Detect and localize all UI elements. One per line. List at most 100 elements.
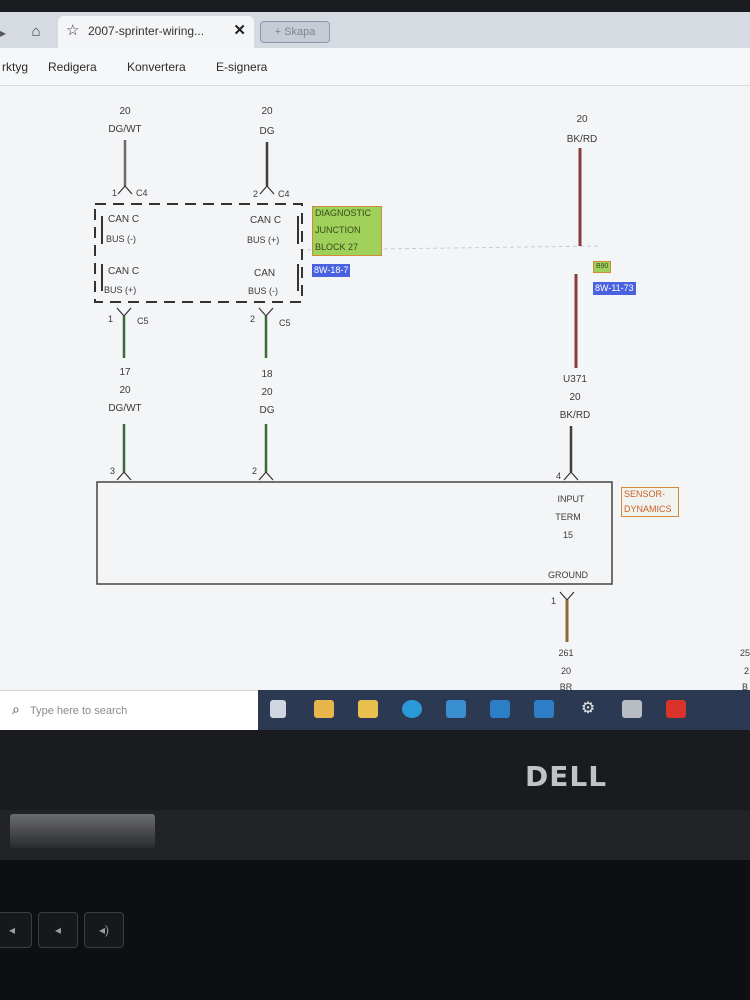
bus-label: CAN C	[108, 266, 139, 277]
pin-number: 2	[250, 314, 255, 324]
app-icon[interactable]	[490, 700, 510, 718]
small-ref-badge[interactable]: B90	[593, 261, 612, 273]
wire-gauge-label: 20	[576, 114, 588, 125]
app-icon[interactable]	[622, 700, 642, 718]
diagnostic-junction-block-label[interactable]: DIAGNOSTIC JUNCTION BLOCK 27	[312, 206, 382, 256]
edge-browser-icon[interactable]	[402, 700, 422, 718]
search-icon: ⌕	[12, 701, 20, 717]
connector-pin-marker	[259, 185, 275, 195]
module-pin-label: INPUT	[558, 494, 586, 504]
wire-color-label: DG/WT	[108, 403, 141, 414]
sensor-dynamics-label[interactable]: SENSOR- DYNAMICS	[621, 487, 679, 517]
star-icon[interactable]: ☆	[66, 22, 80, 39]
pin-number: 1	[112, 188, 117, 198]
module-pin-label: 15	[563, 530, 573, 540]
volume-down-key-icon: ◂	[38, 912, 78, 948]
taskbar: ⚙	[258, 690, 750, 730]
task-view-icon[interactable]	[270, 700, 286, 718]
pin-number: 3	[110, 466, 115, 476]
volume-up-key-icon: ◂)	[84, 912, 124, 948]
bus-label: CAN	[254, 268, 275, 279]
badge-line: JUNCTION	[315, 225, 361, 235]
tab-title: 2007-sprinter-wiring...	[88, 24, 205, 38]
connector-pin-marker	[559, 591, 575, 601]
wire-color-label: DG/WT	[108, 124, 141, 135]
laptop-screen: ▸ ⌂ ☆ 2007-sprinter-wiring... ✕ + Skapa …	[0, 12, 750, 730]
wire-gauge-label: 20	[261, 106, 273, 117]
keyboard-key: ◂	[0, 912, 32, 948]
tab-sprinter-wiring[interactable]: ☆ 2007-sprinter-wiring... ✕	[58, 16, 254, 48]
page-ref-link[interactable]: 8W-11-73	[593, 282, 636, 295]
wiring-diagram-page[interactable]: 20 DG/WT 20 DG 20 BK/RD 1 C4 2 C4 CAN C	[0, 86, 750, 690]
wire-color-label: DG	[260, 126, 275, 137]
sensor-module-box	[96, 481, 613, 585]
wire-color-label: BR	[560, 682, 573, 690]
pin-number: 2	[252, 466, 257, 476]
wire-color-label: BK/RD	[567, 134, 598, 145]
taskbar-search-input[interactable]	[30, 699, 250, 723]
browser-tab-strip: ▸ ⌂ ☆ 2007-sprinter-wiring... ✕ + Skapa	[0, 12, 750, 48]
bus-label: BUS (+)	[104, 285, 136, 295]
bus-label: BUS (+)	[247, 235, 279, 245]
mail-icon[interactable]	[446, 700, 466, 718]
module-pin-label: TERM	[555, 512, 581, 522]
connector-label: C5	[279, 318, 291, 328]
wire-gauge-label: 20	[261, 387, 273, 398]
menu-item-esign[interactable]: E-signera	[216, 60, 268, 74]
circuit-number: 17	[119, 367, 131, 378]
circuit-number: 261	[558, 648, 573, 658]
menu-item-convert[interactable]: Konvertera	[127, 60, 186, 74]
wire-gauge-label: 20	[119, 385, 131, 396]
wire-color-label: BK/RD	[560, 410, 591, 421]
edge-label: B	[742, 682, 748, 690]
connector-pin-marker	[258, 307, 274, 317]
junction-block-outline	[94, 203, 303, 303]
keyboard-deck	[0, 860, 750, 1000]
wire-gauge-label: 20	[569, 392, 581, 403]
file-explorer-icon[interactable]	[314, 700, 334, 718]
badge-line: SENSOR-	[624, 489, 666, 499]
create-button[interactable]: + Skapa	[260, 21, 330, 43]
connector-label: C4	[136, 188, 148, 198]
bus-label: CAN C	[108, 214, 139, 225]
pin-number: 2	[253, 189, 258, 199]
connector-pin-marker	[116, 307, 132, 317]
store-icon[interactable]	[358, 700, 378, 718]
connector-pin-marker	[117, 185, 133, 195]
connector-pin-marker	[563, 471, 579, 481]
menu-item-edit[interactable]: Redigera	[48, 60, 97, 74]
hinge-reflection	[10, 814, 155, 848]
wire-color-label: DG	[260, 405, 275, 416]
wiring-diagram: 20 DG/WT 20 DG 20 BK/RD 1 C4 2 C4 CAN C	[94, 106, 750, 690]
wire-gauge-label: 20	[561, 666, 571, 676]
menu-bar: rktyg Redigera Konvertera E-signera	[0, 48, 750, 86]
circuit-number: U371	[563, 374, 587, 385]
module-pin-label: GROUND	[548, 570, 588, 580]
connector-label: C5	[137, 316, 149, 326]
app-icon[interactable]	[534, 700, 554, 718]
pin-number: 4	[556, 471, 561, 481]
tab-scroll-left-icon[interactable]: ▸	[0, 26, 7, 40]
connector-label: C4	[278, 189, 290, 199]
bus-label: BUS (-)	[106, 234, 136, 244]
page-ref-link[interactable]: 8W-18-7	[312, 264, 351, 277]
bus-label: BUS (-)	[248, 286, 278, 296]
wire-gauge-label: 20	[119, 106, 131, 117]
monitor-bezel	[0, 0, 750, 14]
taskbar-search-box[interactable]: ⌕	[0, 690, 258, 730]
bus-label: CAN C	[250, 215, 281, 226]
badge-line: BLOCK 27	[315, 242, 359, 252]
circuit-number: 18	[261, 369, 273, 380]
acrobat-pdf-icon[interactable]	[666, 700, 686, 718]
pin-number: 1	[108, 314, 113, 324]
pin-number: 1	[551, 596, 556, 606]
edge-label: 2	[744, 666, 749, 676]
menu-item-tools[interactable]: rktyg	[2, 60, 29, 74]
settings-gear-icon[interactable]: ⚙	[580, 700, 596, 717]
close-tab-icon[interactable]: ✕	[233, 22, 246, 39]
dell-logo: DELL	[525, 760, 608, 793]
home-icon[interactable]: ⌂	[31, 23, 41, 40]
badge-line: DIAGNOSTIC	[315, 208, 372, 218]
connector-pin-marker	[116, 471, 132, 481]
badge-line: DYNAMICS	[624, 504, 672, 514]
